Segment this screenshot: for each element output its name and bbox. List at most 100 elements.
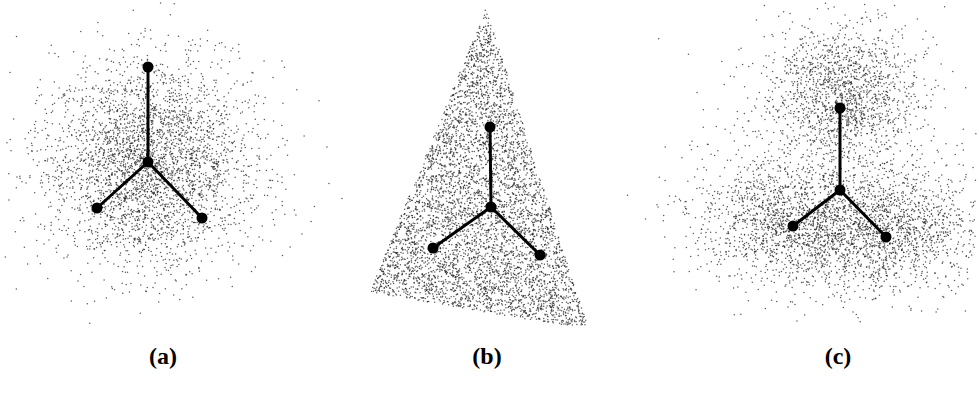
point xyxy=(125,166,127,168)
point xyxy=(49,189,51,191)
point xyxy=(89,178,91,180)
point xyxy=(166,226,168,228)
point xyxy=(123,57,125,59)
point xyxy=(135,220,137,222)
point xyxy=(192,192,194,194)
point xyxy=(192,141,194,143)
point xyxy=(192,148,194,150)
point xyxy=(203,195,205,197)
point xyxy=(181,166,183,168)
point xyxy=(109,106,111,108)
point xyxy=(215,251,217,253)
point xyxy=(123,238,125,240)
point xyxy=(106,58,108,60)
point xyxy=(201,139,203,141)
point xyxy=(186,133,188,135)
point xyxy=(100,160,102,162)
point xyxy=(160,141,162,143)
point xyxy=(53,159,55,161)
point xyxy=(156,75,158,77)
point xyxy=(157,213,159,215)
point xyxy=(164,158,166,160)
point xyxy=(77,207,79,209)
point xyxy=(157,154,159,156)
point xyxy=(87,186,89,188)
point xyxy=(34,192,36,194)
point xyxy=(152,149,154,151)
point xyxy=(252,72,254,74)
point xyxy=(158,215,160,217)
point xyxy=(159,213,161,215)
point xyxy=(294,209,296,211)
point xyxy=(216,161,218,163)
point xyxy=(171,125,173,127)
point xyxy=(97,166,99,168)
point xyxy=(206,184,208,186)
point xyxy=(85,159,87,161)
point xyxy=(124,127,126,129)
point xyxy=(151,170,153,172)
point xyxy=(202,151,204,153)
point xyxy=(139,77,141,79)
point xyxy=(184,212,186,214)
point xyxy=(92,129,94,131)
point xyxy=(191,155,193,157)
point xyxy=(133,242,135,244)
point xyxy=(112,233,114,235)
point xyxy=(211,109,213,111)
point xyxy=(169,78,171,80)
point xyxy=(209,182,211,184)
point xyxy=(130,82,132,84)
point xyxy=(200,87,202,89)
point xyxy=(122,156,124,158)
point xyxy=(168,110,170,112)
point xyxy=(128,80,130,82)
point xyxy=(169,123,171,125)
point xyxy=(85,163,87,165)
point xyxy=(113,136,115,138)
point xyxy=(137,79,139,81)
point xyxy=(89,96,91,98)
point xyxy=(82,67,84,69)
point xyxy=(220,174,222,176)
point xyxy=(170,150,172,152)
point xyxy=(122,105,124,107)
point xyxy=(133,110,135,112)
point xyxy=(199,100,201,102)
point xyxy=(185,171,187,173)
point xyxy=(181,245,183,247)
point xyxy=(115,119,117,121)
point xyxy=(183,135,185,137)
point xyxy=(124,105,126,107)
point xyxy=(178,123,180,125)
point xyxy=(115,226,117,228)
point xyxy=(187,66,189,68)
point xyxy=(135,189,137,191)
point xyxy=(105,80,107,82)
point xyxy=(194,169,196,171)
point xyxy=(178,244,180,246)
point xyxy=(66,186,68,188)
point xyxy=(172,175,174,177)
point xyxy=(46,138,48,140)
point xyxy=(275,196,277,198)
point xyxy=(195,200,197,202)
point xyxy=(155,46,157,48)
point xyxy=(100,213,102,215)
point xyxy=(160,149,162,151)
point xyxy=(142,266,144,268)
point xyxy=(159,142,161,144)
point xyxy=(102,252,104,254)
point xyxy=(147,217,149,219)
point xyxy=(113,209,115,211)
point xyxy=(194,98,196,100)
point xyxy=(125,218,127,220)
point xyxy=(111,136,113,138)
point xyxy=(141,115,143,117)
point xyxy=(167,206,169,208)
point xyxy=(169,198,171,200)
point xyxy=(159,186,161,188)
point xyxy=(146,188,148,190)
point xyxy=(63,93,65,95)
point xyxy=(176,132,178,134)
